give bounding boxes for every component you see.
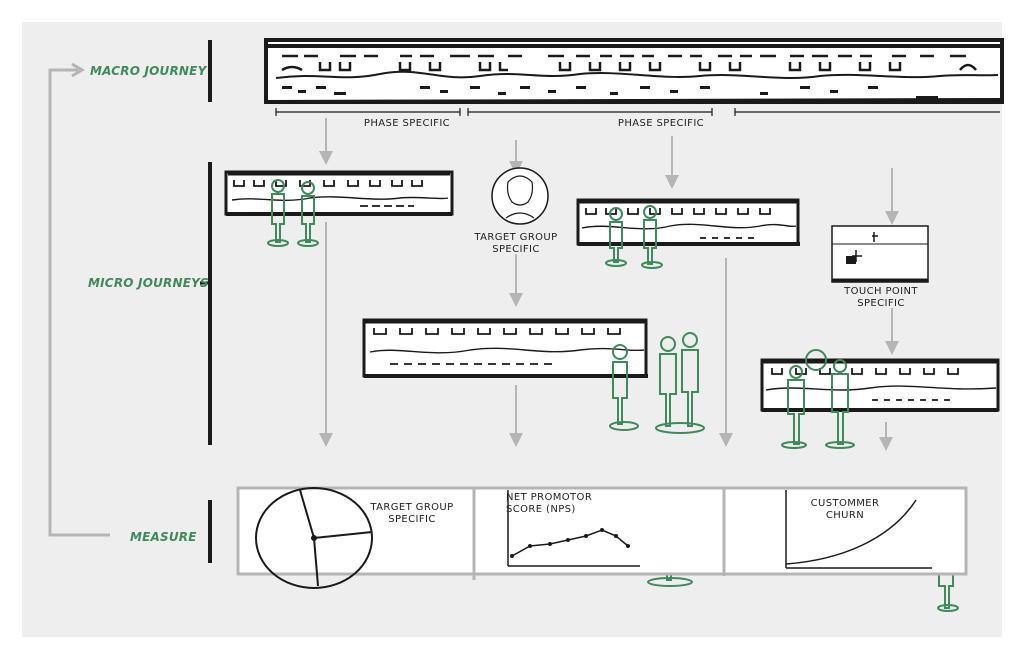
person-figure [609, 344, 639, 431]
person-figure [655, 332, 705, 434]
person-figure [659, 336, 677, 427]
person-figure [605, 207, 627, 267]
person-figure [297, 181, 319, 247]
churn-label: CUSTOMMER CHURN [810, 498, 880, 521]
feedback-loop-arrow [48, 62, 110, 537]
touch-point-annotation: TOUCH POINT SPECIFIC [844, 286, 918, 309]
person-figure [825, 359, 855, 449]
target-group-portrait [491, 167, 549, 225]
touch-point-panel [831, 225, 929, 283]
person-figure [641, 205, 663, 269]
micro-journey-box-1 [224, 170, 454, 216]
target-group-annotation: TARGET GROUP SPECIFIC [474, 232, 558, 255]
row-label-micro-journeys: MICRO JOURNEYS [88, 276, 209, 290]
phase-label-2: PHASE SPECIFIC [617, 118, 705, 129]
person-figure [805, 349, 827, 371]
person-figure [267, 179, 289, 247]
measure-target-group-label: TARGET GROUP SPECIFIC [370, 502, 454, 525]
micro-journey-box-3 [362, 318, 648, 378]
row-separators [200, 40, 212, 563]
phase-brackets [275, 108, 1000, 116]
macro-journey-bar [264, 38, 1004, 104]
micro-journey-box-4 [760, 358, 1000, 412]
flow-arrows [319, 118, 899, 451]
person-figure [781, 365, 807, 449]
churn-curve-chart [785, 490, 932, 569]
phase-label-1: PHASE SPECIFIC [363, 118, 451, 129]
row-label-macro-journey: MACRO JOURNEY [90, 64, 207, 78]
pie-chart [255, 487, 373, 589]
nps-line-chart [507, 490, 640, 567]
nps-label: NET PROMOTOR SCORE (NPS) [506, 492, 593, 515]
row-label-measure: MEASURE [130, 530, 197, 544]
